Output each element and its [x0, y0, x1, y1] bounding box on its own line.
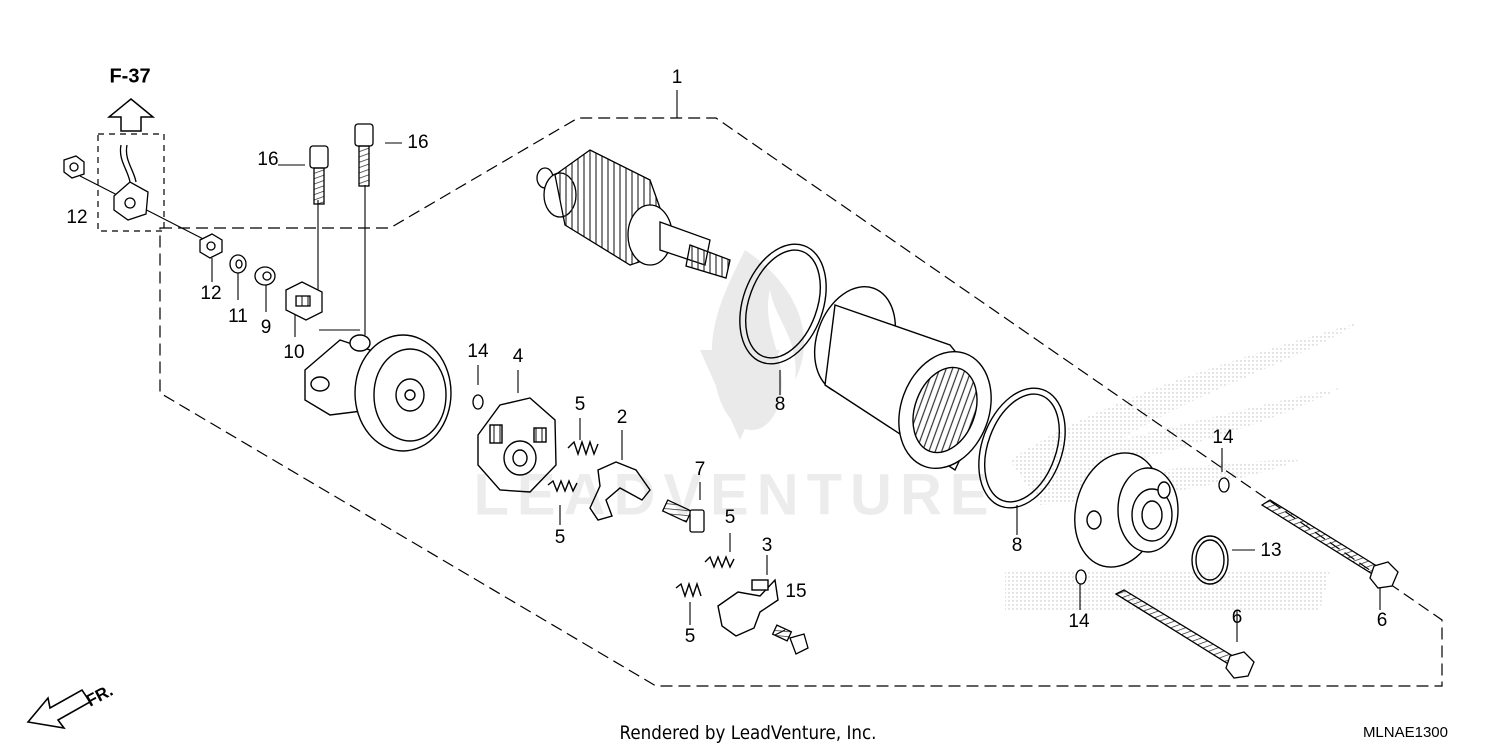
brush-holder-4 — [477, 397, 557, 493]
terminal-insulator-10 — [285, 281, 323, 321]
reference-arrow-icon — [106, 98, 156, 132]
diagram-code: MLNAE1300 — [1362, 724, 1448, 741]
brush-2 — [589, 461, 651, 521]
rear-cover — [304, 334, 452, 452]
o-ring-8-right — [978, 387, 1066, 509]
front-cover — [1074, 452, 1179, 568]
callout-1[interactable]: 1 — [671, 67, 683, 88]
screw-7 — [661, 499, 705, 533]
callout-6-a[interactable]: 6 — [1376, 610, 1388, 631]
o-ring-8-left — [739, 243, 827, 365]
long-bolt-6-lower — [1114, 589, 1255, 679]
washer-14-lower — [1075, 569, 1087, 585]
callout-15[interactable]: 15 — [785, 581, 807, 602]
front-direction-arrow-icon — [26, 688, 92, 730]
callout-8-b[interactable]: 8 — [1011, 535, 1023, 556]
callout-5-d[interactable]: 5 — [684, 626, 696, 647]
insulator-9 — [254, 266, 276, 286]
callout-7[interactable]: 7 — [694, 459, 706, 480]
callout-14-b[interactable]: 14 — [1212, 427, 1234, 448]
reference-label[interactable]: F-37 — [109, 65, 151, 88]
callout-2[interactable]: 2 — [616, 407, 628, 428]
armature — [536, 149, 731, 279]
callout-5-a[interactable]: 5 — [574, 394, 586, 415]
callout-4[interactable]: 4 — [512, 346, 524, 367]
brand-wing-watermark — [1005, 322, 1360, 610]
spring-5-d — [675, 581, 702, 599]
washer-11 — [229, 254, 247, 274]
callout-6-b[interactable]: 6 — [1231, 607, 1243, 628]
motor-yoke — [813, 286, 992, 472]
leader-lines — [79, 90, 1381, 642]
washer-14-left — [472, 394, 484, 410]
spring-5-c — [704, 555, 735, 569]
callout-3[interactable]: 3 — [761, 535, 773, 556]
o-ring-13 — [1191, 535, 1229, 585]
callout-12-a[interactable]: 12 — [66, 207, 88, 228]
callout-16-b[interactable]: 16 — [407, 132, 429, 153]
bolt-16-left — [309, 145, 329, 205]
callout-8-a[interactable]: 8 — [774, 394, 786, 415]
cable-terminal — [113, 144, 149, 221]
watermark-text: LEADVENTURE — [473, 462, 997, 528]
long-bolt-6-upper — [1260, 499, 1399, 589]
spring-5-a — [567, 439, 599, 457]
callout-10[interactable]: 10 — [283, 342, 305, 363]
bolt-16-right — [354, 123, 374, 187]
flame-watermark-logo — [700, 250, 805, 440]
callout-5-b[interactable]: 5 — [554, 527, 566, 548]
reference-box — [97, 133, 165, 232]
callout-16-a[interactable]: 16 — [257, 149, 279, 170]
spring-5-b — [547, 479, 578, 493]
bolt-15 — [771, 624, 809, 655]
brush-3 — [717, 578, 779, 637]
callout-9[interactable]: 9 — [260, 317, 272, 338]
callout-14-c[interactable]: 14 — [1068, 611, 1090, 632]
callout-13[interactable]: 13 — [1260, 540, 1282, 561]
nut-12-upper — [63, 155, 85, 179]
assembly-outline — [159, 117, 1443, 687]
callout-14-a[interactable]: 14 — [467, 341, 489, 362]
callout-12-b[interactable]: 12 — [200, 283, 222, 304]
washer-14-upper-right — [1218, 477, 1230, 493]
callout-5-c[interactable]: 5 — [724, 507, 736, 528]
nut-12 — [199, 233, 223, 259]
callout-11[interactable]: 11 — [228, 306, 248, 327]
footer-credit: Rendered by LeadVenture, Inc. — [619, 722, 877, 744]
